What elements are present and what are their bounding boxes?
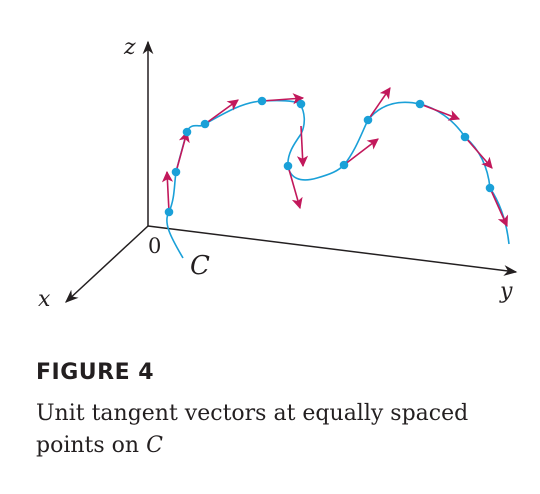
curve-point xyxy=(296,99,306,109)
tangent-vector xyxy=(261,93,305,105)
tangent-vector xyxy=(489,187,508,228)
tangent-vector xyxy=(464,136,493,169)
tangent-vector xyxy=(367,87,391,121)
figure-diagram: z x y 0 C xyxy=(38,35,518,312)
curve-point xyxy=(283,161,293,171)
curve-point xyxy=(363,115,373,125)
z-axis-label: z xyxy=(123,35,136,60)
curve-point xyxy=(182,127,192,137)
y-axis-label: y xyxy=(499,279,513,304)
tangent-vectors xyxy=(161,87,508,228)
curve-point xyxy=(164,207,174,217)
curve-point xyxy=(339,160,349,170)
curve-point xyxy=(171,167,181,177)
tangent-vector xyxy=(204,99,239,125)
curve-label: C xyxy=(190,251,210,281)
curve-point xyxy=(257,96,267,106)
tangent-vector xyxy=(343,138,379,166)
curve-point xyxy=(415,99,425,109)
x-axis xyxy=(65,225,149,303)
tangent-vector xyxy=(175,130,190,173)
caption-text: Unit tangent vectors at equally spaced p… xyxy=(36,401,469,458)
caption-curve-name: C xyxy=(146,433,163,458)
figure-heading: FIGURE 4 xyxy=(36,360,155,385)
curve-point xyxy=(460,132,470,142)
tangent-vector xyxy=(287,165,303,210)
origin-label: 0 xyxy=(148,234,161,258)
curve-point xyxy=(485,183,495,193)
figure-caption: Unit tangent vectors at equally spaced p… xyxy=(36,398,536,462)
tangent-vector xyxy=(161,170,174,213)
curve-points xyxy=(164,96,495,217)
curve-point xyxy=(200,119,210,129)
x-axis-label: x xyxy=(38,287,51,312)
tangent-vector xyxy=(296,125,309,168)
tangent-vector xyxy=(419,103,461,121)
y-axis xyxy=(147,225,518,276)
